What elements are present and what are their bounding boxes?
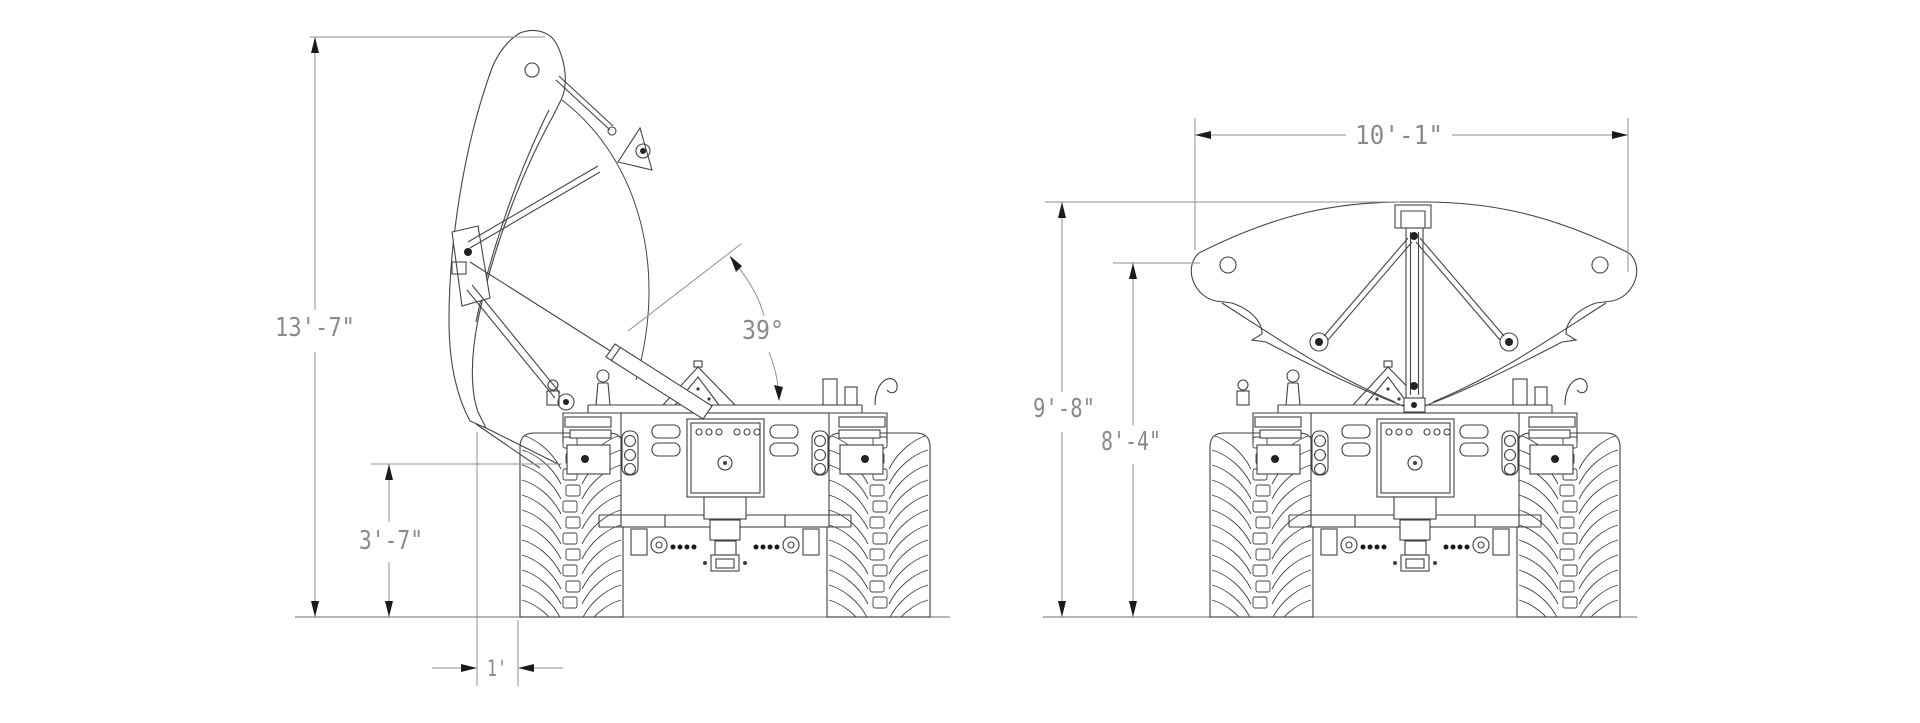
cylinder-top-pin <box>1410 232 1418 240</box>
dimension-wing-tip-height: 8'-4" <box>1101 262 1200 617</box>
arrowhead-down <box>385 601 393 617</box>
angle-label: 39° <box>742 316 784 346</box>
arrowhead-right <box>1612 131 1628 139</box>
right-link-eye <box>1499 332 1519 352</box>
lift-bracket <box>617 126 653 171</box>
left-view: 13'-7" 3'-7" 1' 39° <box>275 29 950 686</box>
wing-stay-link <box>555 75 614 131</box>
arrowhead-down <box>1129 601 1137 617</box>
arrowhead-up <box>1058 202 1066 218</box>
lower-link-pin <box>563 399 569 405</box>
cylinder-inner-lines <box>1409 232 1420 395</box>
left-link-eye <box>1309 332 1329 352</box>
dimension-total-height: 13'-7" <box>275 36 545 617</box>
dimension-overall-width: 10'-1" <box>1194 118 1629 272</box>
wing-panel <box>448 29 566 430</box>
dimension-label-total-height: 13'-7" <box>275 313 355 343</box>
bracket-eye <box>635 143 651 159</box>
dimension-label-overall-width: 10'-1" <box>1355 121 1443 151</box>
left-wing-tip <box>1190 252 1267 343</box>
machine-rear-view-left <box>520 361 930 634</box>
right-wing-lower-arc <box>1421 341 1563 408</box>
arrowhead-up <box>311 37 319 53</box>
lower-link <box>466 284 561 399</box>
dimension-lower-height: 3'-7" <box>359 463 562 617</box>
arrowhead-left <box>518 664 534 672</box>
arrowhead-arc-bottom <box>774 385 783 401</box>
right-view: 10'-1" 9'-8" 8'-4" <box>1033 118 1638 634</box>
root-frame-links <box>475 423 561 469</box>
cylinder-rod <box>469 261 613 353</box>
pivot-pin <box>464 248 472 256</box>
cylinder-lower-pin <box>1410 382 1418 390</box>
dimension-label-side-offset: 1' <box>487 657 507 682</box>
transport-wings <box>1190 201 1638 413</box>
right-wing-inner-arc <box>1432 302 1607 403</box>
cylinder-band <box>610 347 621 362</box>
center-hinge-cap <box>1394 204 1432 229</box>
arrowhead-up <box>1129 263 1137 279</box>
cylinder-body <box>605 343 713 420</box>
arrowhead-left <box>1195 131 1211 139</box>
left-wing-inner-arc <box>1221 302 1396 403</box>
angle-reference-line <box>627 243 742 332</box>
arrowhead-up <box>385 464 393 480</box>
upper-arm <box>467 165 601 249</box>
arrowhead-arc-top <box>730 256 742 272</box>
dimension-label-overall-height: 9'-8" <box>1033 394 1095 424</box>
center-cylinder <box>1405 227 1424 399</box>
right-wing-tip <box>1561 252 1638 343</box>
clevis-pin <box>1411 402 1417 408</box>
bracket-pin <box>640 148 646 154</box>
arrowhead-down <box>311 601 319 617</box>
right-wing-hole <box>1591 256 1609 274</box>
wing-swing-arc <box>561 99 650 381</box>
wing-top-edge <box>1198 201 1630 254</box>
hinge-inner <box>1400 210 1426 228</box>
right-diagonal-link <box>1415 237 1505 341</box>
left-diagonal-link <box>1323 237 1413 341</box>
angle-annotation: 39° <box>627 243 784 401</box>
lower-link-eye <box>557 393 575 411</box>
pivot-plate <box>451 261 467 275</box>
dimension-overall-height: 9'-8" <box>1033 201 1400 617</box>
wing-pivot-bracket <box>451 225 491 307</box>
wing-tip-hole <box>524 62 540 78</box>
stay-eye <box>607 126 617 136</box>
folded-wing <box>448 29 713 469</box>
dimension-side-offset: 1' <box>432 432 563 686</box>
arrowhead-down <box>1058 601 1066 617</box>
left-wing-lower-arc <box>1265 341 1407 408</box>
dimension-label-wing-tip-height: 8'-4" <box>1101 427 1161 457</box>
arrowhead-right <box>461 664 477 672</box>
left-link-pin <box>1315 338 1323 346</box>
left-wing-hole <box>1219 256 1237 274</box>
right-link-pin <box>1505 338 1513 346</box>
dimension-label-lower-height: 3'-7" <box>359 526 423 556</box>
